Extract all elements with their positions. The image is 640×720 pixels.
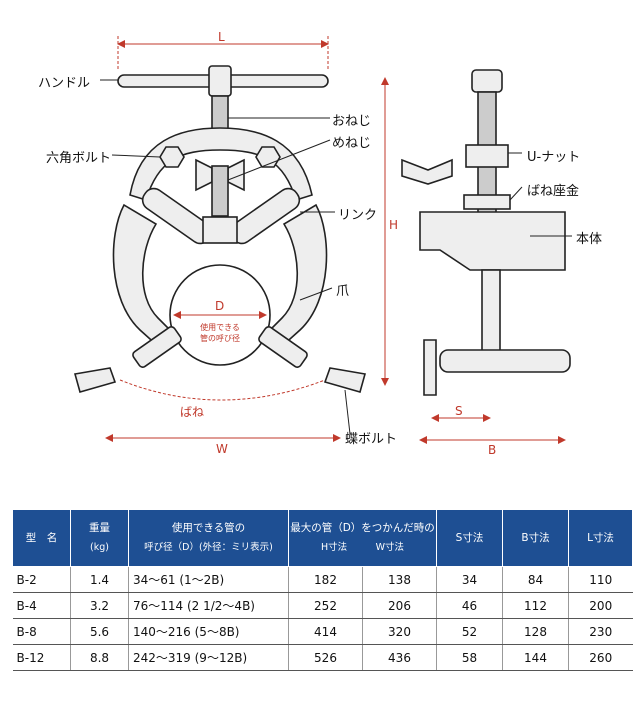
spec-table: 型 名 重量 (kg) 使用できる管の呼び径（D）(外径：ミリ表示) 最大の管（D… <box>12 509 633 671</box>
header-max-pipe-label: 最大の管（D）をつかんだ時の <box>290 522 435 534</box>
side-top <box>471 69 503 93</box>
label-handle: ハンドル <box>38 76 91 91</box>
cell-weight: 1.4 <box>70 566 129 593</box>
label-claw: 爪 <box>336 284 350 299</box>
cell-h: 182 <box>288 566 363 593</box>
header-pipe-size: 使用できる管の呼び径（D）(外径：ミリ表示) <box>128 509 289 567</box>
side-wing-bolt <box>423 339 437 396</box>
dim-spring: ばね <box>180 405 205 419</box>
table-row: B-4 3.2 76～114 (2 1/2～4B) 252 206 46 112… <box>12 592 633 619</box>
label-body: 本体 <box>576 232 603 247</box>
side-body <box>419 211 566 271</box>
wing-bolt-left <box>73 367 117 393</box>
pipe-clamp-diagram: ハンドル 六角ボルト おねじ めねじ リンク 爪 蝶ボルト U-ナット ばね座金… <box>38 30 603 457</box>
frame-left <box>112 203 178 350</box>
cell-h: 414 <box>288 618 363 645</box>
header-w: W寸法 <box>375 542 405 553</box>
cell-b: 84 <box>502 566 569 593</box>
dim-B: B <box>488 443 497 457</box>
dim-D: D <box>215 299 225 313</box>
wing-bolt-right <box>323 367 367 393</box>
header-pipe-size-label: 使用できる管の <box>171 522 246 534</box>
cell-s: 34 <box>436 566 503 593</box>
cell-l: 110 <box>568 566 633 593</box>
side-foot <box>439 349 571 373</box>
header-max-pipe: 最大の管（D）をつかんだ時の H寸法 W寸法 <box>288 509 437 567</box>
table-header-row: 型 名 重量 (kg) 使用できる管の呼び径（D）(外径：ミリ表示) 最大の管（D… <box>12 509 633 567</box>
cell-l: 260 <box>568 644 633 671</box>
upper-arch <box>129 127 313 202</box>
claw-right <box>258 326 308 368</box>
cell-weight: 3.2 <box>70 592 129 619</box>
cell-w: 436 <box>362 644 437 671</box>
cell-s: 46 <box>436 592 503 619</box>
label-spring-seat: ばね座金 <box>527 184 580 199</box>
u-nut <box>465 144 509 168</box>
header-s: S寸法 <box>436 509 503 567</box>
cell-w: 138 <box>362 566 437 593</box>
table-row: B-2 1.4 34～61 (1～2B) 182 138 34 84 110 <box>12 566 633 593</box>
dim-S: S <box>455 404 463 418</box>
frame-right <box>262 203 328 350</box>
table-row: B-12 8.8 242～319 (9～12B) 526 436 58 144 … <box>12 644 633 671</box>
label-link: リンク <box>338 208 378 223</box>
cell-s: 58 <box>436 644 503 671</box>
pipe-note: 使用できる 管の呼び径 <box>190 322 250 344</box>
label-wing-bolt: 蝶ボルト <box>345 432 398 447</box>
label-male-screw: おねじ <box>332 114 372 129</box>
label-hex-bolt: 六角ボルト <box>46 151 112 166</box>
dim-W: W <box>216 442 228 456</box>
dim-L: L <box>218 30 225 44</box>
cell-h: 526 <box>288 644 363 671</box>
claw-left <box>132 326 182 368</box>
cell-range: 34～61 (1～2B) <box>128 566 289 593</box>
cell-b: 144 <box>502 644 569 671</box>
label-u-nut: U-ナット <box>527 150 581 165</box>
header-weight-unit: (kg) <box>90 542 109 553</box>
dim-H: H <box>389 218 399 232</box>
header-b: B寸法 <box>502 509 569 567</box>
header-model: 型 名 <box>12 509 71 567</box>
header-weight: 重量 (kg) <box>70 509 129 567</box>
pipe-note-line1: 使用できる <box>200 323 240 332</box>
header-l: L寸法 <box>568 509 633 567</box>
cell-w: 320 <box>362 618 437 645</box>
cell-b: 112 <box>502 592 569 619</box>
cell-s: 52 <box>436 618 503 645</box>
table-row: B-8 5.6 140～216 (5～8B) 414 320 52 128 23… <box>12 618 633 645</box>
wing-left <box>195 158 213 192</box>
cell-b: 128 <box>502 618 569 645</box>
cell-model: B-8 <box>12 618 71 645</box>
diagram-drawing <box>73 36 572 444</box>
side-stem <box>481 269 501 361</box>
cell-range: 76～114 (2 1/2～4B) <box>128 592 289 619</box>
spring-seat <box>463 194 511 210</box>
handle-hub <box>208 65 232 97</box>
side-wing <box>401 158 453 185</box>
cell-model: B-2 <box>12 566 71 593</box>
header-hw-sub: H寸法 W寸法 <box>289 538 436 558</box>
cell-w: 206 <box>362 592 437 619</box>
cell-weight: 8.8 <box>70 644 129 671</box>
cell-l: 230 <box>568 618 633 645</box>
header-pipe-size-sub: 呼び径（D）(外径：ミリ表示) <box>144 542 273 553</box>
link-block <box>202 216 238 244</box>
pipe-note-line2: 管の呼び径 <box>200 334 240 343</box>
cell-range: 242～319 (9～12B) <box>128 644 289 671</box>
label-female-screw: めねじ <box>332 136 372 151</box>
cell-l: 200 <box>568 592 633 619</box>
cell-weight: 5.6 <box>70 618 129 645</box>
header-weight-label: 重量 <box>89 522 110 534</box>
cell-h: 252 <box>288 592 363 619</box>
cell-model: B-12 <box>12 644 71 671</box>
header-h: H寸法 <box>320 542 348 553</box>
cell-model: B-4 <box>12 592 71 619</box>
cell-range: 140～216 (5～8B) <box>128 618 289 645</box>
hex-bolt-left <box>159 146 185 168</box>
